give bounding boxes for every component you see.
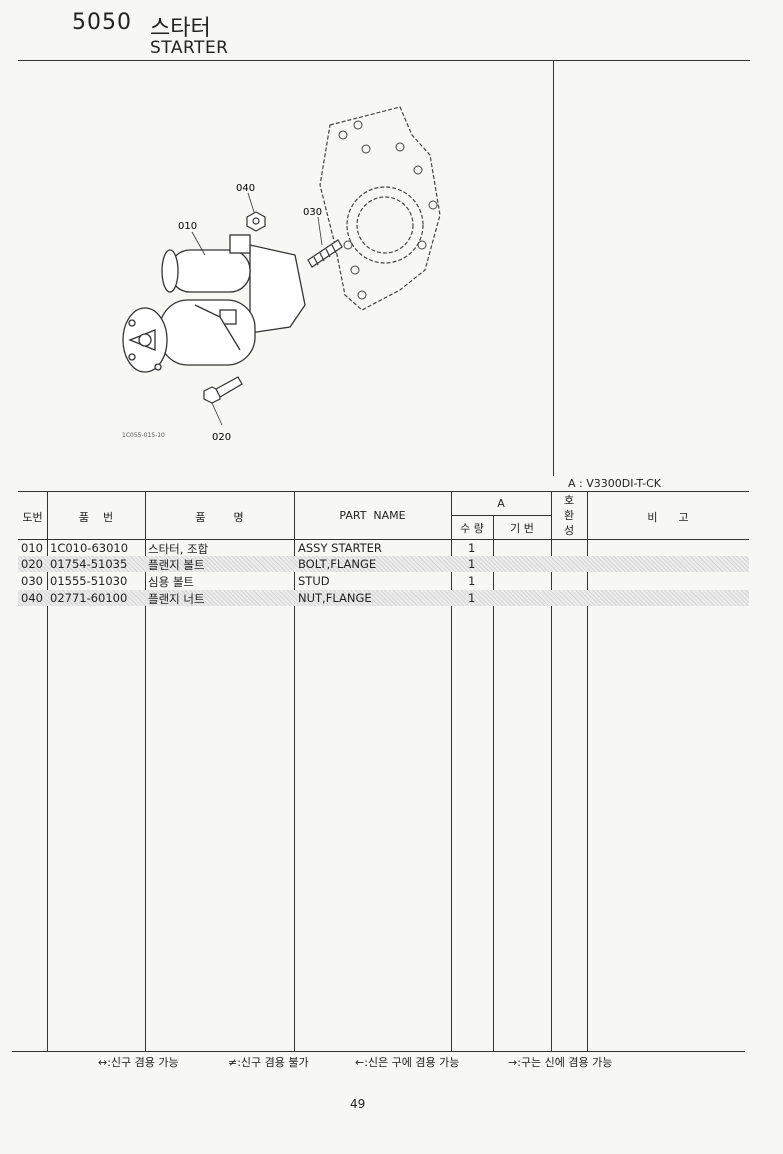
header-rule xyxy=(18,60,750,61)
legend-item-incompatible: ≠:신구 겸용 불가 xyxy=(228,1054,309,1070)
group-a-rule xyxy=(451,515,551,516)
callout-030: 030 xyxy=(303,207,322,218)
row-qty: 1 xyxy=(468,591,476,605)
legend-symbol: ↔ xyxy=(98,1056,108,1069)
header-qty: 수 량 xyxy=(460,522,484,535)
figure-id: 1C055-015-10 xyxy=(122,432,165,439)
row-ref: 010 xyxy=(21,541,43,555)
table-top-rule xyxy=(18,491,749,492)
row-name-korean: 플랜지 볼트 xyxy=(148,558,205,572)
table-header-rule xyxy=(18,539,749,540)
row-name-korean: 스타터, 조합 xyxy=(148,542,209,556)
row-part-no: 01555-51030 xyxy=(50,574,128,588)
header-part-no: 품 번 xyxy=(78,511,114,524)
callout-020: 020 xyxy=(212,432,231,443)
callout-040: 040 xyxy=(236,183,255,194)
plate-holes xyxy=(338,120,438,300)
section-title-korean: 스타터 xyxy=(150,16,211,41)
header-interchange-3: 성 xyxy=(563,524,575,537)
header-name-korean: 품 명 xyxy=(195,511,244,524)
mounting-plate xyxy=(319,106,441,311)
stud xyxy=(307,239,343,268)
header-base-no: 기 번 xyxy=(510,522,534,535)
table-row: 030 01555-51030 심용 볼트 STUD 1 xyxy=(18,573,749,589)
legend-text: :신구 겸용 가능 xyxy=(107,1056,179,1069)
section-code: 5050 xyxy=(72,10,132,35)
header-interchange-1: 호 xyxy=(563,494,575,507)
legend-symbol: → xyxy=(508,1056,518,1069)
legend-text: :신은 구에 겸용 가능 xyxy=(364,1056,460,1069)
legend-item-compatible: ↔:신구 겸용 가능 xyxy=(98,1054,179,1070)
col-divider-qty xyxy=(493,515,494,1051)
row-part-no: 1C010-63010 xyxy=(50,541,129,555)
col-divider-name xyxy=(294,491,295,1051)
row-part-name: BOLT,FLANGE xyxy=(298,557,377,571)
diagram-divider xyxy=(553,61,554,476)
header-part-name: PART NAME xyxy=(339,509,406,522)
table-bottom-rule xyxy=(12,1051,745,1052)
col-divider-interchange xyxy=(587,491,588,1051)
col-divider-partname xyxy=(451,491,452,1051)
legend-symbol: ← xyxy=(355,1056,365,1069)
table-row: 020 01754-51035 플랜지 볼트 BOLT,FLANGE 1 xyxy=(18,556,749,572)
header-ref: 도번 xyxy=(22,511,43,524)
row-part-name: ASSY STARTER xyxy=(298,541,382,555)
row-ref: 020 xyxy=(21,557,43,571)
row-part-name: STUD xyxy=(298,574,330,588)
starter-assembly xyxy=(122,234,306,373)
legend-symbol: ≠ xyxy=(228,1056,238,1069)
row-ref: 030 xyxy=(21,574,43,588)
legend-item-old-to-new: →:구는 신에 겸용 가능 xyxy=(508,1054,612,1070)
row-part-no: 01754-51035 xyxy=(50,557,128,571)
col-divider-base xyxy=(551,491,552,1051)
legend-item-new-to-old: ←:신은 구에 겸용 가능 xyxy=(355,1054,459,1070)
row-qty: 1 xyxy=(468,541,476,555)
row-qty: 1 xyxy=(468,557,476,571)
section-title-english: STARTER xyxy=(150,38,229,58)
callout-010: 010 xyxy=(178,221,197,232)
header-group-a: A xyxy=(497,497,505,510)
model-label: A : V3300DI-T-CK xyxy=(568,477,661,490)
row-qty: 1 xyxy=(468,574,476,588)
header-interchange-2: 환 xyxy=(563,509,575,522)
row-name-korean: 심용 볼트 xyxy=(148,575,194,589)
legend-text: :구는 신에 겸용 가능 xyxy=(517,1056,613,1069)
table-row: 040 02771-60100 플랜지 너트 NUT,FLANGE 1 xyxy=(18,590,749,606)
header-remarks: 비 고 xyxy=(647,511,689,524)
row-name-korean: 플랜지 너트 xyxy=(148,592,205,606)
flange-nut xyxy=(246,211,266,232)
page-number: 49 xyxy=(350,1097,366,1111)
row-part-name: NUT,FLANGE xyxy=(298,591,372,605)
table-row: 010 1C010-63010 스타터, 조합 ASSY STARTER 1 xyxy=(18,540,749,556)
col-divider-ref xyxy=(47,491,48,1051)
row-ref: 040 xyxy=(21,591,43,605)
col-divider-partno xyxy=(145,491,146,1051)
flange-bolt xyxy=(203,376,243,404)
row-part-no: 02771-60100 xyxy=(50,591,128,605)
starter-exploded-diagram: 040 010 030 020 xyxy=(122,106,441,443)
legend-text: :신구 겸용 불가 xyxy=(237,1056,309,1069)
